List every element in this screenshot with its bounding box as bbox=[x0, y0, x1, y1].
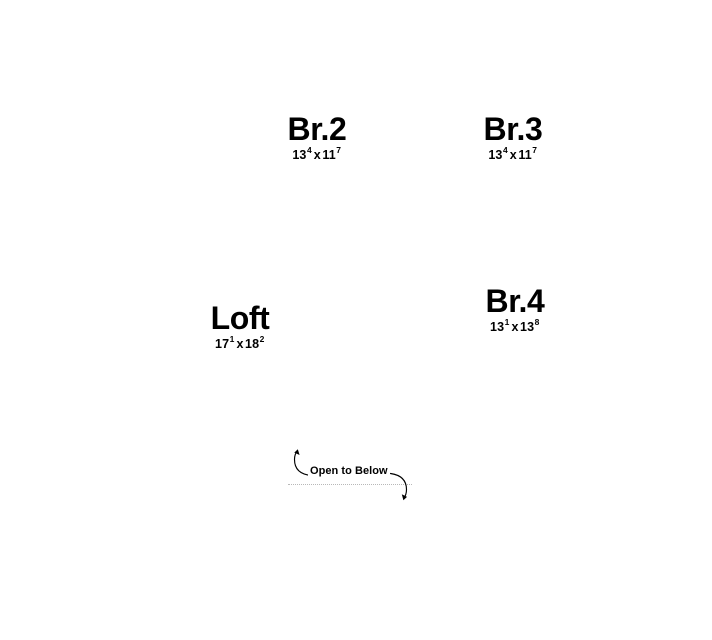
room-height-inches-loft: 2 bbox=[259, 334, 265, 345]
open-to-below-dotted-line bbox=[288, 483, 412, 486]
open-to-below-arrow-group bbox=[293, 449, 408, 501]
room-height-feet-loft: 18 bbox=[245, 336, 260, 351]
room-width-inches-br3: 4 bbox=[502, 145, 508, 156]
open-to-below-label: Open to Below bbox=[308, 465, 390, 477]
room-width-inches-loft: 1 bbox=[229, 334, 235, 345]
room-dimension-separator-br3: x bbox=[509, 147, 517, 162]
room-dimension-separator-br2: x bbox=[313, 147, 321, 162]
room-dimension-separator-loft: x bbox=[236, 336, 244, 351]
room-height-inches-br3: 7 bbox=[532, 145, 538, 156]
room-width-feet-br3: 13 bbox=[488, 147, 503, 162]
open-to-below-left-arrow bbox=[293, 449, 313, 477]
open-to-below-right-arrow bbox=[389, 472, 408, 501]
room-width-feet-br2: 13 bbox=[292, 147, 307, 162]
room-name-br4: Br.4 bbox=[485, 283, 545, 319]
room-height-inches-br4: 8 bbox=[534, 317, 540, 328]
room-name-br2: Br.2 bbox=[287, 111, 347, 147]
room-height-feet-br2: 11 bbox=[322, 147, 336, 162]
room-width-feet-loft: 17 bbox=[215, 336, 230, 351]
room-height-feet-br4: 13 bbox=[520, 319, 535, 334]
room-name-br3: Br.3 bbox=[483, 111, 543, 147]
room-width-inches-br4: 1 bbox=[504, 317, 510, 328]
room-height-inches-br2: 7 bbox=[336, 145, 342, 156]
room-name-loft: Loft bbox=[210, 300, 270, 336]
open-to-below-annotation: Open to Below bbox=[282, 443, 422, 509]
room-height-feet-br3: 11 bbox=[518, 147, 532, 162]
room-width-inches-br2: 4 bbox=[306, 145, 312, 156]
room-width-feet-br4: 13 bbox=[490, 319, 505, 334]
room-dimension-separator-br4: x bbox=[511, 319, 519, 334]
